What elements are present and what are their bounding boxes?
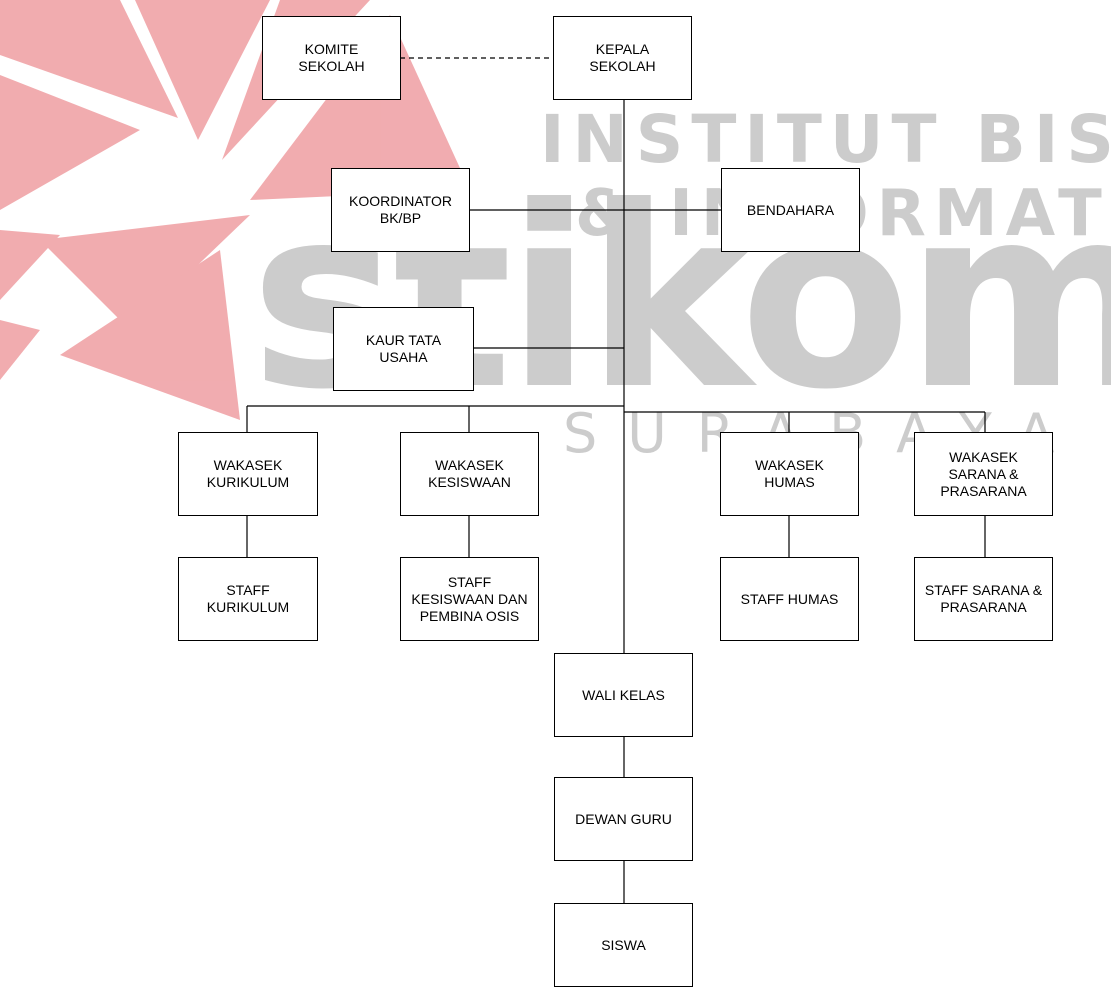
box-wali-kelas: WALI KELAS [554,653,693,737]
box-dewan-guru: DEWAN GURU [554,777,693,861]
box-staff-kesiswaan-pembina-osis: STAFF KESISWAAN DAN PEMBINA OSIS [400,557,539,641]
box-wakasek-sarana-prasarana: WAKASEK SARANA & PRASARANA [914,432,1053,516]
box-bendahara: BENDAHARA [721,168,860,252]
box-kepala-sekolah: KEPALA SEKOLAH [553,16,692,100]
box-wakasek-kurikulum: WAKASEK KURIKULUM [178,432,318,516]
box-kaur-tata-usaha: KAUR TATA USAHA [333,307,474,391]
box-wakasek-humas: WAKASEK HUMAS [720,432,859,516]
watermark-line1: INSTITUT BISNIS [540,101,1111,178]
box-staff-humas: STAFF HUMAS [720,557,859,641]
box-staff-kurikulum: STAFF KURIKULUM [178,557,318,641]
box-koordinator-bk-bp: KOORDINATOR BK/BP [331,168,470,252]
watermark-logo: INSTITUT BISNIS & INFORMATIKA stikom SUR… [0,0,1111,465]
box-siswa: SISWA [554,903,693,987]
connector-lines [246,57,986,903]
box-staff-sarana-prasarana: STAFF SARANA & PRASARANA [914,557,1053,641]
box-wakasek-kesiswaan: WAKASEK KESISWAAN [400,432,539,516]
box-komite-sekolah: KOMITE SEKOLAH [262,16,401,100]
